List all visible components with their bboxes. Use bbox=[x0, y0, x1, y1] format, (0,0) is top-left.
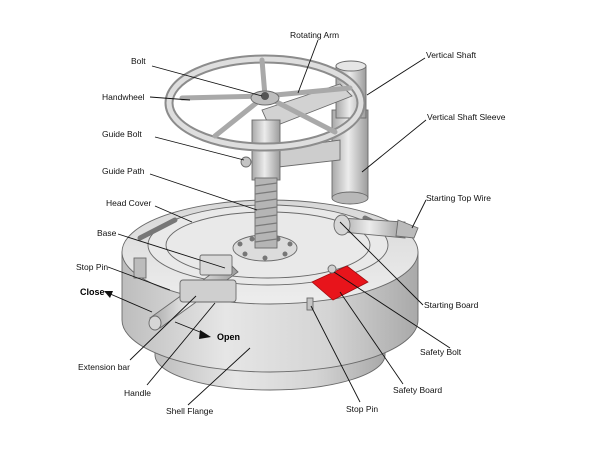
labels: Rotating Arm Bolt Vertical Shaft Handwhe… bbox=[76, 30, 506, 416]
handwheel bbox=[164, 54, 366, 152]
stop-pin-left bbox=[133, 257, 147, 279]
label-guide-path: Guide Path bbox=[102, 166, 145, 176]
label-stop-pin-left: Stop Pin bbox=[76, 262, 108, 272]
label-shell-flange: Shell Flange bbox=[166, 406, 214, 416]
guide-bolt bbox=[240, 156, 252, 168]
label-head-cover: Head Cover bbox=[106, 198, 152, 208]
label-guide-bolt: Guide Bolt bbox=[102, 129, 142, 139]
label-starting-top-wire: Starting Top Wire bbox=[426, 193, 491, 203]
label-safety-board: Safety Board bbox=[393, 385, 442, 395]
close-arrow bbox=[104, 291, 153, 313]
label-extension-bar: Extension bar bbox=[78, 362, 130, 372]
leader-lines bbox=[107, 39, 451, 406]
label-safety-bolt: Safety Bolt bbox=[420, 347, 462, 357]
handle bbox=[179, 279, 237, 303]
guide-path bbox=[254, 177, 278, 249]
label-handwheel: Handwheel bbox=[102, 92, 145, 102]
label-bolt: Bolt bbox=[131, 56, 146, 66]
label-open: Open bbox=[217, 332, 240, 342]
safety-bolt bbox=[327, 264, 337, 274]
label-starting-board: Starting Board bbox=[424, 300, 479, 310]
label-base: Base bbox=[97, 228, 117, 238]
label-rotating-arm: Rotating Arm bbox=[290, 30, 339, 40]
label-handle: Handle bbox=[124, 388, 151, 398]
bolt bbox=[261, 92, 269, 100]
stop-pin-bottom bbox=[306, 297, 314, 311]
label-vertical-shaft: Vertical Shaft bbox=[426, 50, 477, 60]
label-vertical-shaft-sleeve: Vertical Shaft Sleeve bbox=[427, 112, 506, 122]
label-close: Close bbox=[80, 287, 105, 297]
label-stop-pin-bottom: Stop Pin bbox=[346, 404, 378, 414]
open-arrow bbox=[174, 321, 211, 339]
